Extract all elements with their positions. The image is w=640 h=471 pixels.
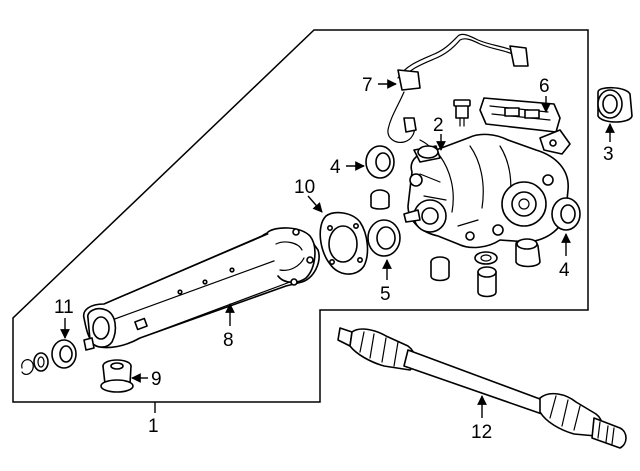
callout-4-right: 4: [559, 260, 570, 281]
callout-10: 10: [294, 177, 315, 198]
bearing-part: [597, 86, 633, 123]
callout-11: 11: [54, 297, 74, 318]
bushing-part: [100, 359, 134, 393]
callout-5: 5: [380, 284, 391, 305]
small-bushing-part: [370, 189, 390, 210]
callout-9: 9: [151, 369, 162, 390]
callout-2: 2: [433, 115, 444, 136]
washer-seal-part: [21, 339, 77, 376]
bracket-shield-part: [479, 97, 571, 155]
callout-12: 12: [471, 422, 492, 443]
mount-bushings-part: [430, 238, 541, 298]
gasket-part: [319, 211, 369, 275]
seal-right-part: [551, 197, 581, 231]
callout-7: 7: [362, 75, 373, 96]
callout-4-upper: 4: [330, 157, 341, 178]
axle-shaft-part: [337, 327, 627, 449]
sensor-part: [453, 99, 471, 127]
arrow-10: [307, 195, 323, 213]
callout-1: 1: [148, 416, 159, 437]
wiring-harness-part: [387, 33, 529, 155]
seal-upper-part: [365, 145, 395, 179]
callout-6: 6: [539, 76, 550, 97]
seal-lower-part: [367, 219, 401, 257]
differential-carrier-part: [403, 133, 569, 249]
crossmember-tube-part: [82, 227, 320, 351]
assembly-outline: [12, 29, 589, 403]
callout-8: 8: [223, 330, 234, 351]
callout-3: 3: [603, 144, 614, 165]
